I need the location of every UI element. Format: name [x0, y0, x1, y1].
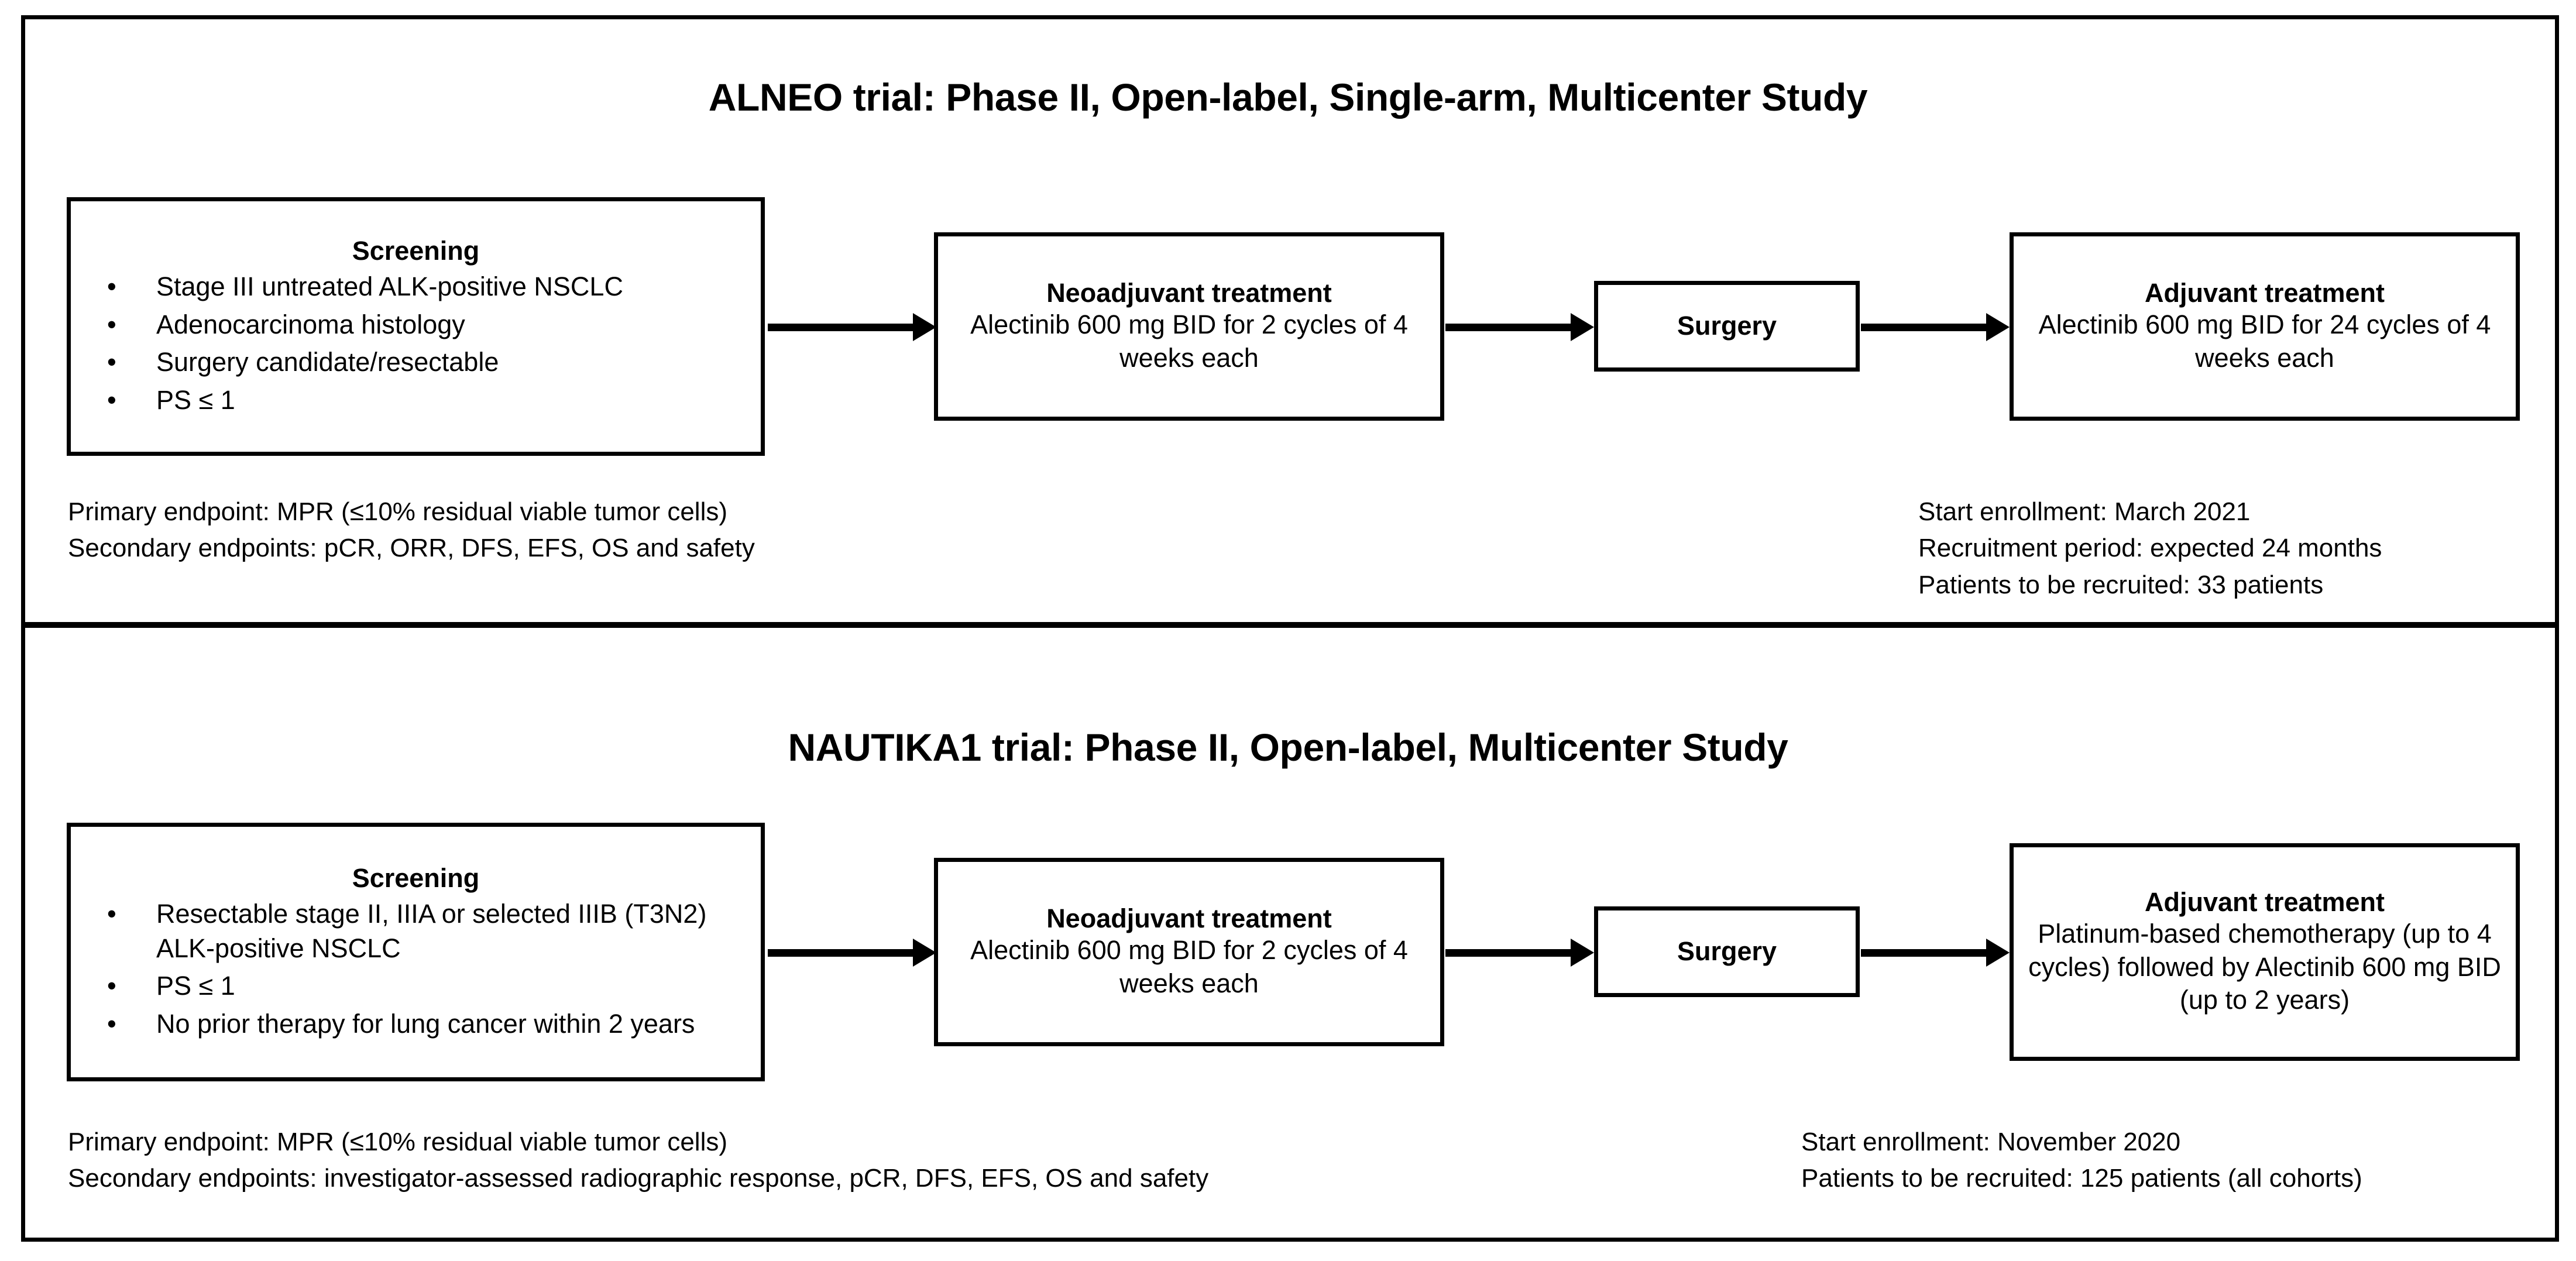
adjuvant-box-alneo: Adjuvant treatment Alectinib 600 mg BID … — [2010, 232, 2520, 421]
criteria-text: No prior therapy for lung cancer within … — [156, 1008, 695, 1039]
adjuvant-box-nautika1: Adjuvant treatment Platinum-based chemot… — [2010, 843, 2520, 1061]
bullet-icon: • — [107, 971, 116, 1001]
arrow-neoadjuvant-to-surgery-nautika1 — [1445, 939, 1595, 967]
endpoints-note-alneo: Primary endpoint: MPR (≤10% residual via… — [68, 497, 755, 563]
adjuvant-body-alneo: Alectinib 600 mg BID for 24 cycles of 4 … — [2038, 310, 2491, 373]
neoadjuvant-heading-alneo: Neoadjuvant treatment — [1046, 278, 1332, 308]
bullet-icon: • — [107, 899, 116, 929]
arrow-screening-to-neoadjuvant-alneo — [768, 313, 936, 341]
criteria-item: • PS ≤ 1 — [91, 969, 750, 1004]
criteria-text: PS ≤ 1 — [156, 971, 235, 1001]
enrollment-note-alneo: Start enrollment: March 2021 Recruitment… — [1918, 497, 2382, 599]
enrollment-note-nautika1: Start enrollment: November 2020 Patients… — [1801, 1128, 2362, 1193]
panel-alneo: ALNEO trial: Phase II, Open-label, Singl… — [0, 0, 2576, 622]
bullet-icon: • — [107, 309, 116, 339]
panel-nautika1: NAUTIKA1 trial: Phase II, Open-label, Mu… — [0, 628, 2576, 1261]
surgery-heading-alneo: Surgery — [1677, 311, 1777, 341]
criteria-item: • Adenocarcinoma histology — [91, 308, 750, 342]
bullet-icon: • — [107, 384, 116, 415]
criteria-item: • Stage III untreated ALK-positive NSCLC — [91, 270, 750, 304]
screening-heading-nautika1: Screening — [352, 863, 480, 893]
neoadjuvant-body-alneo: Alectinib 600 mg BID for 2 cycles of 4 w… — [970, 310, 1408, 373]
arrow-surgery-to-adjuvant-alneo — [1861, 313, 2011, 341]
panel-title-alneo: ALNEO trial: Phase II, Open-label, Singl… — [708, 75, 1868, 119]
screening-box-alneo: Screening • Stage III untreated ALK-posi… — [67, 197, 765, 456]
adjuvant-heading-nautika1: Adjuvant treatment — [2144, 887, 2385, 917]
surgery-heading-nautika1: Surgery — [1677, 936, 1777, 967]
criteria-item: • PS ≤ 1 — [91, 383, 750, 418]
criteria-text: Adenocarcinoma histology — [156, 309, 465, 339]
neoadjuvant-box-alneo: Neoadjuvant treatment Alectinib 600 mg B… — [934, 232, 1444, 421]
neoadjuvant-box-nautika1: Neoadjuvant treatment Alectinib 600 mg B… — [934, 858, 1444, 1046]
adjuvant-heading-alneo: Adjuvant treatment — [2144, 278, 2385, 308]
screening-box-nautika1: Screening • Resectable stage II, IIIA or… — [67, 823, 765, 1081]
arrow-screening-to-neoadjuvant-nautika1 — [768, 939, 936, 967]
screening-heading-alneo: Screening — [352, 235, 480, 266]
criteria-text: Surgery candidate/resectable — [156, 347, 499, 377]
arrow-neoadjuvant-to-surgery-alneo — [1445, 313, 1595, 341]
figure-outer-border — [21, 15, 2559, 1242]
endpoints-note-nautika1: Primary endpoint: MPR (≤10% residual via… — [68, 1128, 1209, 1193]
arrow-surgery-to-adjuvant-nautika1 — [1861, 939, 2011, 967]
criteria-item: • Resectable stage II, IIIA or selected … — [91, 897, 750, 965]
bullet-icon: • — [107, 347, 116, 377]
criteria-text: PS ≤ 1 — [156, 384, 235, 415]
bullet-icon: • — [107, 1008, 116, 1039]
panel-title-nautika1: NAUTIKA1 trial: Phase II, Open-label, Mu… — [788, 726, 1788, 769]
criteria-text: Stage III untreated ALK-positive NSCLC — [156, 272, 623, 302]
surgery-box-alneo: Surgery — [1594, 281, 1860, 372]
panel-divider — [21, 622, 2559, 628]
surgery-box-nautika1: Surgery — [1594, 906, 1860, 997]
bullet-icon: • — [107, 272, 116, 302]
screening-criteria-list-nautika1: • Resectable stage II, IIIA or selected … — [71, 896, 761, 1041]
criteria-item: • No prior therapy for lung cancer withi… — [91, 1007, 750, 1042]
neoadjuvant-heading-nautika1: Neoadjuvant treatment — [1046, 903, 1332, 934]
screening-criteria-list-alneo: • Stage III untreated ALK-positive NSCLC… — [71, 269, 761, 417]
criteria-item: • Surgery candidate/resectable — [91, 345, 750, 380]
adjuvant-body-nautika1: Platinum-based chemotherapy (up to 4 cyc… — [2028, 919, 2501, 1015]
neoadjuvant-body-nautika1: Alectinib 600 mg BID for 2 cycles of 4 w… — [970, 935, 1408, 999]
criteria-text: Resectable stage II, IIIA or selected II… — [156, 899, 707, 963]
